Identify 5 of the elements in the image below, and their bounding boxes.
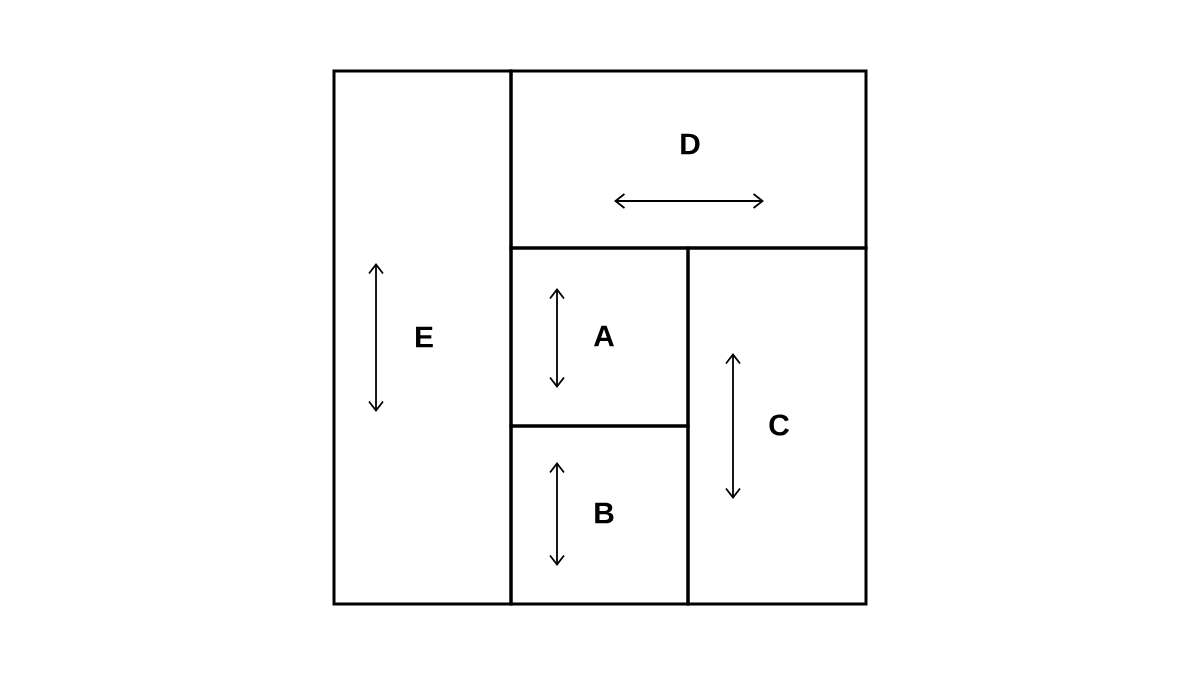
panel-box: A <box>509 246 690 428</box>
panel-box: C <box>686 246 868 606</box>
panel-box: B <box>509 424 690 606</box>
panel-box: D <box>509 69 868 250</box>
panel-box: E <box>332 69 513 606</box>
